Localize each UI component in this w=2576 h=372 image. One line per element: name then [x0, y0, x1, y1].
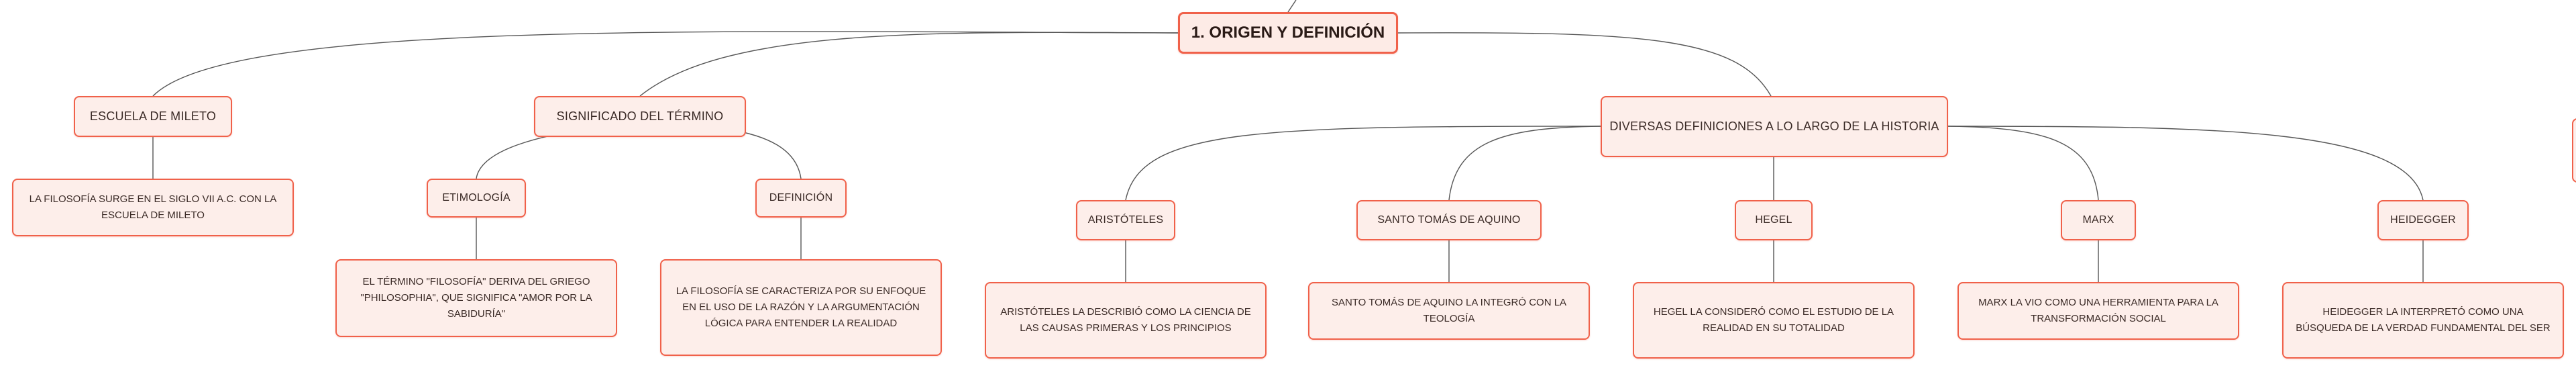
connector-diversas-marx [1947, 126, 2099, 201]
connector-root-mileto [152, 31, 1179, 97]
leaf-aristoteles[interactable]: ARISTÓTELES LA DESCRIBIÓ COMO LA CIENCIA… [985, 282, 1267, 359]
leaf-marx-text: MARX LA VIO COMO UNA HERRAMIENTA PARA LA… [1978, 297, 2218, 324]
node-hegel-label: HEGEL [1755, 214, 1792, 226]
connector-root-significado [639, 32, 1179, 97]
node-marx[interactable]: MARX [2061, 200, 2136, 240]
node-heidegger[interactable]: HEIDEGGER [2377, 200, 2469, 240]
leaf-mileto-text: LA FILOSOFÍA SURGE EN EL SIGLO VII A.C. … [29, 193, 277, 221]
node-significado-del-termino[interactable]: SIGNIFICADO DEL TÉRMINO [534, 96, 746, 137]
node-escuela-de-mileto[interactable]: ESCUELA DE MILETO [74, 96, 232, 137]
leaf-hegel-text: HEGEL LA CONSIDERÓ COMO EL ESTUDIO DE LA… [1653, 306, 1894, 334]
leaf-etimologia-text: EL TÉRMINO "FILOSOFÍA" DERIVA DEL GRIEGO… [360, 276, 592, 320]
connector-diversas-tomas [1448, 126, 1601, 201]
node-diversas-definiciones-label: DIVERSAS DEFINICIONES A LO LARGO DE LA H… [1609, 120, 1939, 133]
leaf-heidegger-text: HEIDEGGER LA INTERPRETÓ COMO UNA BÚSQUED… [2296, 306, 2551, 334]
node-etimologia-label: ETIMOLOGÍA [442, 192, 511, 203]
node-definicion-label: DEFINICIÓN [769, 192, 833, 203]
root-node[interactable]: 1. ORIGEN Y DEFINICIÓN [1178, 12, 1398, 54]
leaf-definicion[interactable]: LA FILOSOFÍA SE CARACTERIZA POR SU ENFOQ… [660, 259, 942, 356]
node-santo-tomas[interactable]: SANTO TOMÁS DE AQUINO [1356, 200, 1542, 240]
leaf-etimologia[interactable]: EL TÉRMINO "FILOSOFÍA" DERIVA DEL GRIEGO… [335, 259, 617, 337]
leaf-marx[interactable]: MARX LA VIO COMO UNA HERRAMIENTA PARA LA… [1957, 282, 2239, 340]
node-santo-tomas-label: SANTO TOMÁS DE AQUINO [1377, 214, 1521, 226]
connector-parent-root [1287, 0, 1297, 13]
leaf-aristoteles-text: ARISTÓTELES LA DESCRIBIÓ COMO LA CIENCIA… [1000, 306, 1251, 334]
node-etimologia[interactable]: ETIMOLOGÍA [427, 179, 526, 218]
offscreen-node-edge[interactable] [2572, 118, 2576, 183]
leaf-hegel[interactable]: HEGEL LA CONSIDERÓ COMO EL ESTUDIO DE LA… [1633, 282, 1915, 359]
node-hegel[interactable]: HEGEL [1735, 200, 1813, 240]
leaf-santo-tomas[interactable]: SANTO TOMÁS DE AQUINO LA INTEGRÓ CON LA … [1308, 282, 1590, 340]
connector-diversas-heidegger [1947, 126, 2424, 201]
leaf-mileto[interactable]: LA FILOSOFÍA SURGE EN EL SIGLO VII A.C. … [12, 179, 294, 236]
node-marx-label: MARX [2082, 214, 2114, 226]
node-aristoteles[interactable]: ARISTÓTELES [1076, 200, 1175, 240]
node-heidegger-label: HEIDEGGER [2390, 214, 2456, 226]
node-definicion[interactable]: DEFINICIÓN [755, 179, 847, 218]
root-node-label: 1. ORIGEN Y DEFINICIÓN [1191, 24, 1385, 42]
leaf-santo-tomas-text: SANTO TOMÁS DE AQUINO LA INTEGRÓ CON LA … [1331, 297, 1567, 324]
node-aristoteles-label: ARISTÓTELES [1087, 214, 1164, 226]
node-diversas-definiciones[interactable]: DIVERSAS DEFINICIONES A LO LARGO DE LA H… [1601, 96, 1948, 157]
connector-diversas-aristoteles [1125, 126, 1601, 201]
leaf-definicion-text: LA FILOSOFÍA SE CARACTERIZA POR SU ENFOQ… [676, 285, 926, 329]
leaf-heidegger[interactable]: HEIDEGGER LA INTERPRETÓ COMO UNA BÚSQUED… [2282, 282, 2564, 359]
node-significado-del-termino-label: SIGNIFICADO DEL TÉRMINO [556, 109, 724, 123]
connector-root-diversas [1397, 32, 1772, 97]
node-escuela-de-mileto-label: ESCUELA DE MILETO [89, 109, 217, 123]
